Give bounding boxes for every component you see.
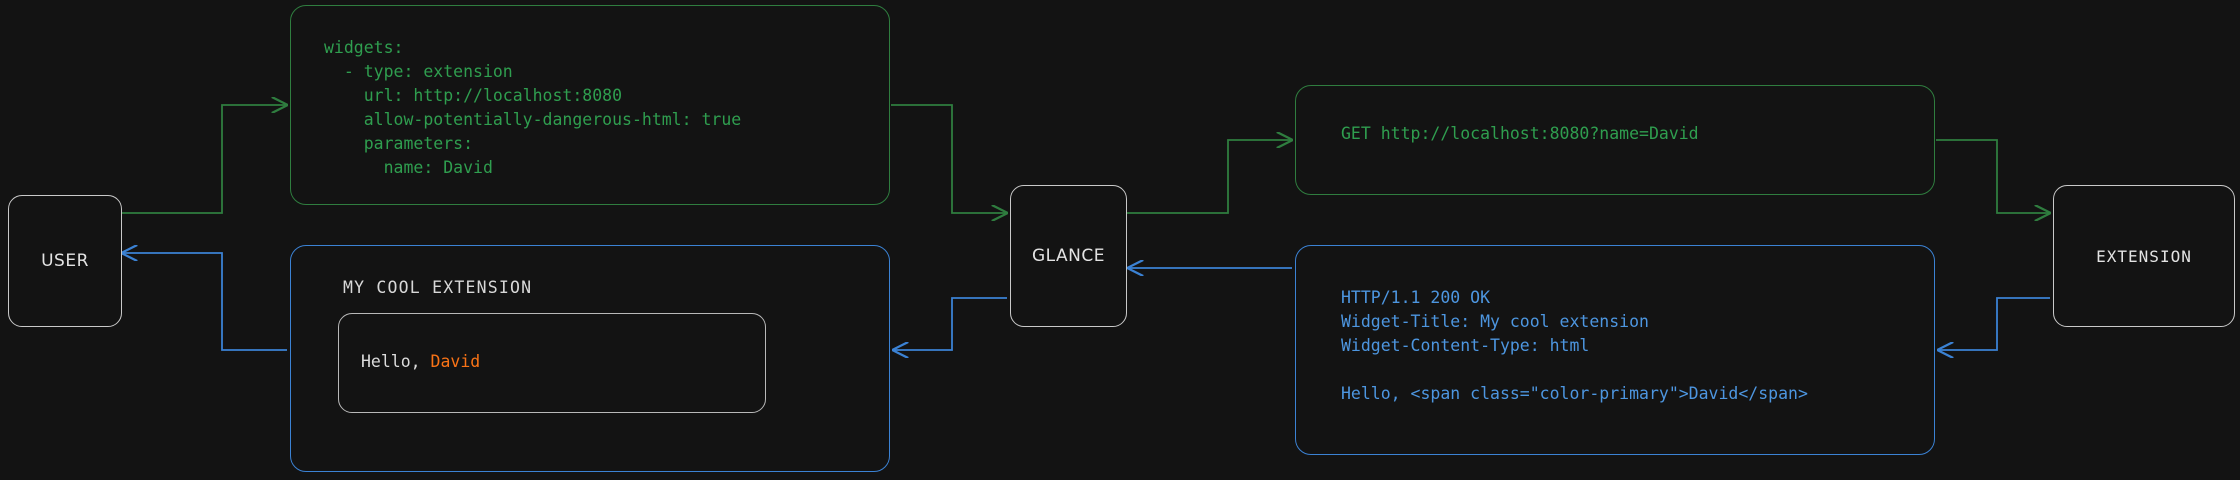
rendered-widget-box: MY COOL EXTENSION Hello, David: [290, 245, 890, 472]
yaml-config-box: widgets: - type: extension url: http://l…: [290, 5, 890, 205]
widget-card: Hello, David: [338, 313, 766, 413]
node-glance[interactable]: GLANCE: [1010, 185, 1127, 327]
http-request-text: GET http://localhost:8080?name=David: [1341, 124, 1699, 143]
edge-user-to-yaml: [120, 105, 287, 214]
http-request-box: GET http://localhost:8080?name=David: [1295, 85, 1935, 195]
edge-yaml-to-glance: [891, 104, 1007, 213]
node-glance-label: GLANCE: [1032, 246, 1105, 266]
node-user[interactable]: USER: [8, 195, 122, 327]
widget-body: Hello, David: [361, 352, 480, 371]
edge-glance-to-widget: [893, 297, 1007, 350]
widget-title: MY COOL EXTENSION: [343, 278, 533, 297]
widget-body-prefix: Hello,: [361, 352, 431, 371]
node-extension-label: EXTENSION: [2096, 246, 2192, 266]
edge-extension-to-response: [1938, 297, 2050, 350]
http-response-text: HTTP/1.1 200 OK Widget-Title: My cool ex…: [1341, 288, 1808, 403]
widget-body-accent: David: [430, 352, 481, 371]
edge-glance-to-request: [1126, 140, 1292, 214]
node-user-label: USER: [41, 251, 89, 271]
http-response-box: HTTP/1.1 200 OK Widget-Title: My cool ex…: [1295, 245, 1935, 455]
yaml-config-text: widgets: - type: extension url: http://l…: [324, 38, 742, 177]
node-extension[interactable]: EXTENSION: [2053, 185, 2235, 327]
edge-request-to-extension: [1936, 139, 2050, 213]
edge-widget-to-user: [122, 253, 287, 351]
